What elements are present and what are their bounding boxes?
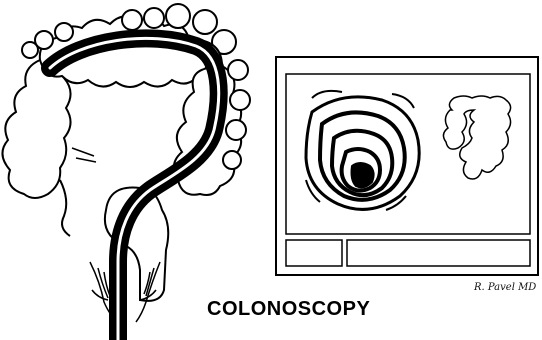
scope-tip: [72, 148, 96, 162]
diagram-caption: COLONOSCOPY: [207, 298, 370, 321]
monitor-panel-left: [286, 240, 342, 266]
monitor-panel-right: [347, 240, 530, 266]
appendix: [60, 180, 70, 236]
video-monitor: [276, 57, 538, 275]
artist-signature: R. Pavel MD: [474, 282, 536, 293]
